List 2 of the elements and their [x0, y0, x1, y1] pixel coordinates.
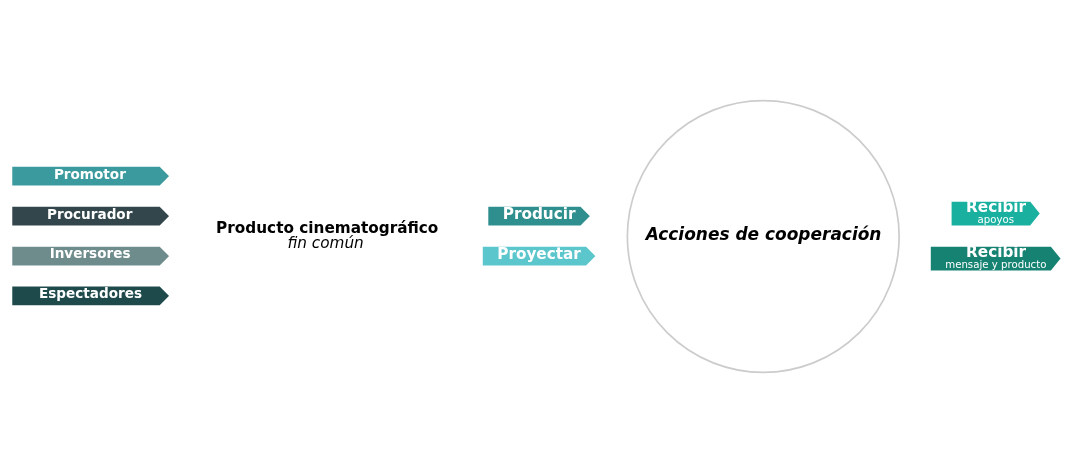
node-circle: Acciones de cooperación: [626, 99, 900, 373]
node-text: Producto cinematográfico fin común: [216, 218, 439, 252]
